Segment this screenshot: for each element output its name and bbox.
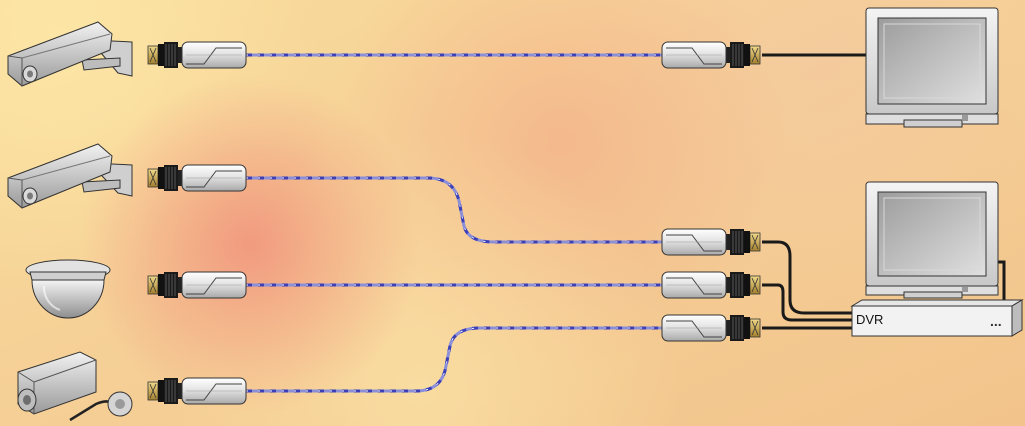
cable-strand xyxy=(246,177,662,243)
crt-monitor-icon xyxy=(865,7,999,128)
bullet-camera-icon xyxy=(7,143,133,209)
coax-cable-dvr-2 xyxy=(762,283,852,322)
video-balun-icon xyxy=(661,41,727,69)
dvr-icon: DVR ... xyxy=(850,299,1024,337)
twisted-pair-cable-4 xyxy=(246,326,662,393)
twisted-pair-cable-2 xyxy=(246,176,662,244)
twisted-pair-cables xyxy=(246,53,662,393)
crt-monitor-icon xyxy=(865,181,999,299)
video-balun-icon xyxy=(661,271,727,299)
coax-cable-dvr-1 xyxy=(762,240,852,315)
cable-strand xyxy=(246,327,662,392)
video-balun-icon xyxy=(661,314,727,342)
coax-cables xyxy=(762,53,1006,330)
video-balun-icon xyxy=(181,271,247,299)
video-balun-icon xyxy=(661,228,727,256)
video-balun-icon xyxy=(181,377,247,405)
dvr-indicator: ... xyxy=(990,313,1002,329)
video-balun-icon xyxy=(181,41,247,69)
bullet-camera-icon xyxy=(7,21,133,87)
video-balun-icon xyxy=(181,164,247,192)
dome-camera-icon xyxy=(25,259,111,319)
box-camera-icon xyxy=(17,351,133,422)
dvr-label: DVR xyxy=(856,312,883,327)
coax-cable-dvr-monitor xyxy=(996,260,1006,306)
